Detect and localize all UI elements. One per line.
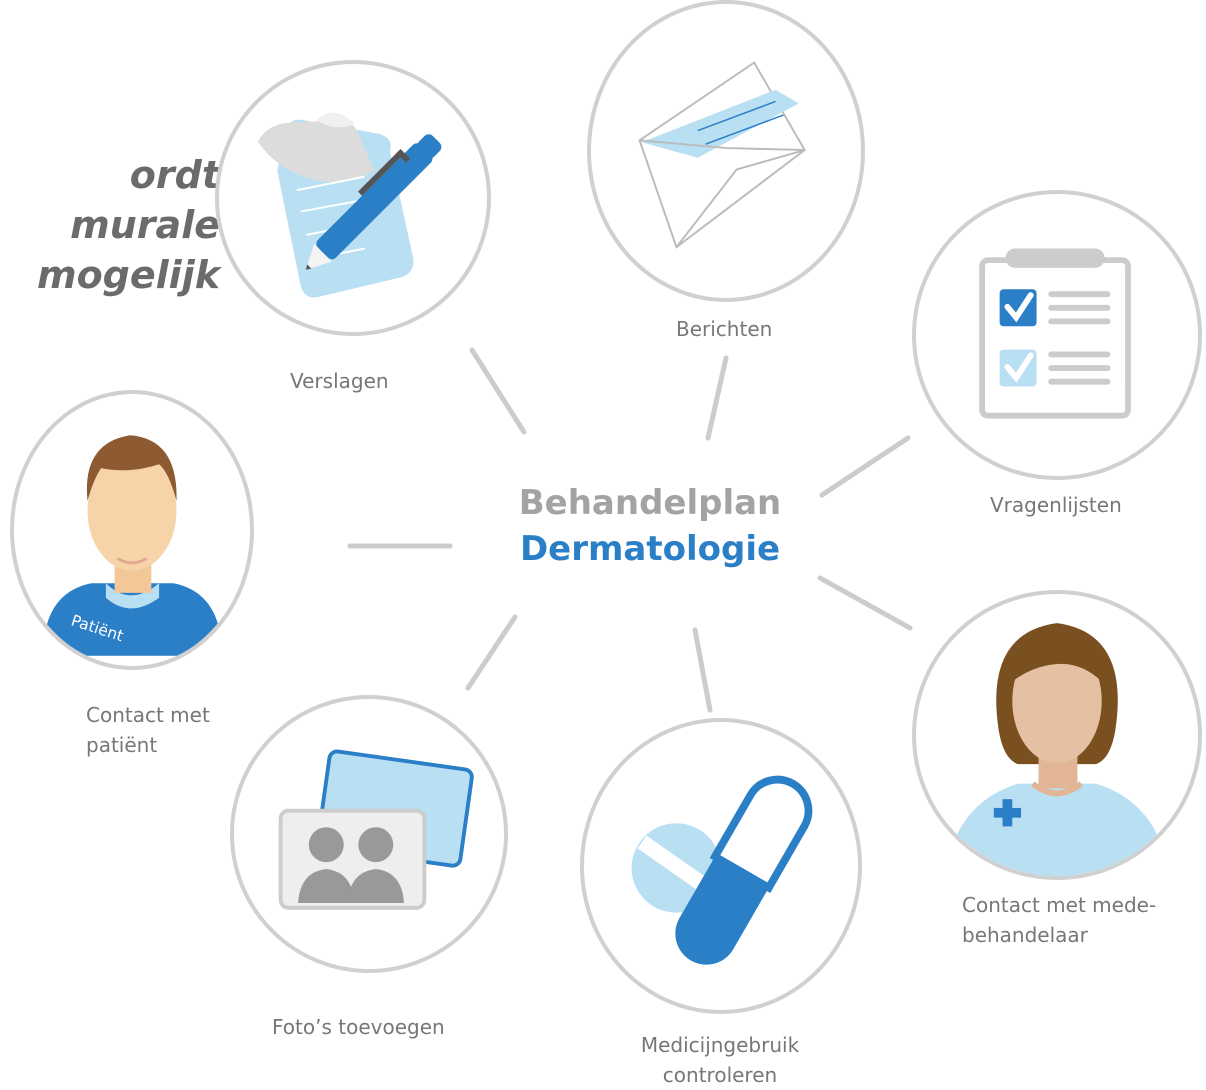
node-berichten-circle[interactable]	[587, 0, 865, 302]
connector-mede	[817, 575, 913, 631]
node-foto-label: Foto’s toevoegen	[272, 1015, 445, 1039]
document-pen-icon	[257, 112, 442, 298]
patient-avatar-icon: Patiënt	[43, 435, 222, 656]
node-vragenlijsten-circle[interactable]	[912, 190, 1202, 480]
headline-line-2: murale	[70, 203, 220, 247]
photos-icon	[278, 749, 474, 910]
clipboard-checklist-icon	[979, 248, 1131, 419]
node-medicijn-circle[interactable]	[580, 718, 862, 1014]
node-patient-label-line-2: patiënt	[86, 733, 158, 757]
node-patient-label: Contact met patiënt	[86, 700, 210, 760]
node-verslagen-circle[interactable]	[215, 60, 491, 336]
pill-capsule-icon	[631, 775, 813, 965]
node-vragenlijsten-label: Vragenlijsten	[990, 493, 1122, 517]
node-patient-label-line-1: Contact met	[86, 703, 210, 727]
node-patient-circle[interactable]: Patiënt	[10, 390, 254, 670]
headline-line-1: ordt	[129, 153, 220, 197]
node-berichten-label: Berichten	[676, 317, 773, 341]
connector-vragenlijsten	[819, 435, 911, 498]
connector-medicijn	[692, 627, 713, 713]
hub-title-line-1: Behandelplan	[518, 483, 782, 523]
envelope-icon	[638, 61, 806, 249]
node-mede-circle[interactable]	[912, 590, 1202, 880]
nurse-avatar-icon	[945, 623, 1169, 876]
connector-foto	[465, 614, 518, 691]
node-medicijn-label-line-1: Medicijngebruik	[640, 1033, 800, 1057]
node-medicijn-label: Medicijngebruik controleren	[620, 1030, 820, 1090]
node-mede-label: Contact met mede- behandelaar	[962, 890, 1156, 950]
hub-title-line-2: Dermatologie	[519, 529, 781, 569]
node-mede-label-line-2: behandelaar	[962, 923, 1088, 947]
node-mede-label-line-1: Contact met mede-	[962, 893, 1157, 917]
connector-verslagen	[469, 347, 527, 435]
connector-berichten	[705, 355, 729, 441]
headline-line-3: mogelijk	[36, 253, 220, 297]
headline: ordt murale mogelijk	[0, 150, 220, 300]
node-foto-circle[interactable]	[230, 695, 508, 973]
node-verslagen-label: Verslagen	[290, 369, 389, 393]
node-medicijn-label-line-2: controleren	[662, 1063, 778, 1087]
hub-title: Behandelplan Dermatologie	[490, 480, 810, 572]
